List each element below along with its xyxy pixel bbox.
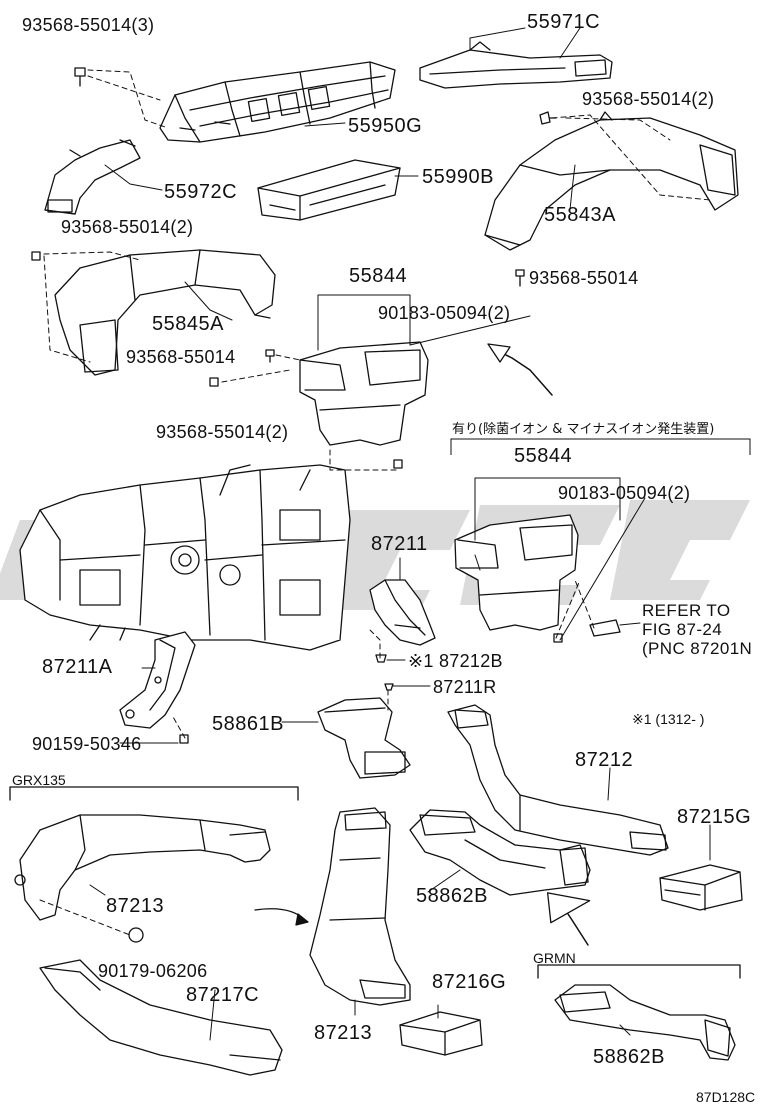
part-55950G-illustration bbox=[159, 61, 396, 143]
label-93568-55014-2-middle: 93568-55014(2) bbox=[156, 422, 289, 442]
leader-lines bbox=[89, 27, 711, 1041]
label-90183-05094-2-top: 90183-05094(2) bbox=[378, 303, 511, 323]
label-90159-50346: 90159-50346 bbox=[32, 734, 142, 754]
label-refer-to-line3: (PNC 87201N bbox=[642, 639, 753, 658]
label-58862B-center: 58862B bbox=[416, 885, 488, 907]
label-87212: 87212 bbox=[575, 749, 634, 771]
label-87211R: 87211R bbox=[433, 677, 497, 697]
label-55845A: 55845A bbox=[152, 313, 224, 335]
label-87213-left: 87213 bbox=[106, 895, 165, 917]
part-87217C-illustration bbox=[39, 959, 283, 1076]
part-87213-left-illustration bbox=[14, 814, 271, 921]
label-55971C: 55971C bbox=[527, 11, 601, 33]
label-figure-code: 87D128C bbox=[696, 1089, 756, 1105]
label-58862B-right: 58862B bbox=[593, 1046, 665, 1068]
part-87215G-illustration bbox=[659, 864, 743, 911]
label-55844-top: 55844 bbox=[349, 265, 408, 287]
part-55844-register-a-illustration bbox=[299, 341, 429, 446]
part-87211A-illustration bbox=[119, 631, 196, 729]
label-55972C: 55972C bbox=[164, 181, 238, 203]
label-90183-05094-2-lower: 90183-05094(2) bbox=[558, 483, 691, 503]
label-note-1312: ※1 (1312- ) bbox=[632, 711, 705, 727]
label-refer-to-line2: FIG 87-24 bbox=[642, 620, 723, 639]
hvac-unit-illustration bbox=[19, 464, 351, 651]
label-ion-generator-note: 有り(除菌イオン & マイナスイオン発生装置) bbox=[452, 422, 715, 437]
label-87216G: 87216G bbox=[432, 971, 507, 993]
label-55950G: 55950G bbox=[348, 115, 423, 137]
part-87212-illustration bbox=[447, 704, 669, 856]
label-90179-06206: 90179-06206 bbox=[98, 961, 208, 981]
label-55843A: 55843A bbox=[544, 204, 616, 226]
grx135-bracket bbox=[9, 786, 299, 801]
part-58862B-right-illustration bbox=[554, 984, 736, 1061]
label-87211A: 87211A bbox=[42, 656, 113, 678]
label-87217C: 87217C bbox=[186, 984, 260, 1006]
label-87215G: 87215G bbox=[677, 806, 752, 828]
label-93568-55014-2-top-right: 93568-55014(2) bbox=[582, 89, 715, 109]
part-55972C-illustration bbox=[44, 139, 141, 215]
part-55990B-illustration bbox=[257, 159, 401, 221]
screw-icons bbox=[31, 67, 621, 943]
label-87211: 87211 bbox=[371, 533, 428, 555]
label-refer-to-line1: REFER TO bbox=[642, 601, 731, 620]
part-87213-center-illustration bbox=[309, 807, 411, 1006]
part-87216G-illustration bbox=[399, 1011, 483, 1056]
part-58861B-illustration bbox=[317, 697, 411, 779]
label-87212B: ※1 87212B bbox=[408, 651, 503, 671]
label-93568-55014-2-left: 93568-55014(2) bbox=[61, 217, 194, 237]
label-93568-55014-middle: 93568-55014 bbox=[126, 347, 236, 367]
part-55971C-illustration bbox=[419, 41, 613, 89]
label-93568-55014-3: 93568-55014(3) bbox=[22, 15, 155, 35]
label-87213-center: 87213 bbox=[314, 1022, 373, 1044]
label-grmn: GRMN bbox=[533, 950, 576, 966]
part-55843A-illustration bbox=[484, 111, 739, 251]
label-55844-lower: 55844 bbox=[514, 445, 573, 467]
label-58861B: 58861B bbox=[212, 713, 284, 735]
ion-note-bracket bbox=[450, 438, 751, 455]
part-55845A-illustration bbox=[54, 249, 276, 376]
flow-arrow-upper bbox=[499, 351, 553, 396]
part-87211-illustration bbox=[369, 579, 436, 646]
label-grx135: GRX135 bbox=[12, 772, 66, 788]
label-55990B: 55990B bbox=[422, 166, 494, 188]
part-55844-register-b-illustration bbox=[454, 514, 579, 631]
label-93568-55014-right: 93568-55014 bbox=[529, 268, 639, 288]
part-58862B-center-illustration bbox=[409, 809, 591, 896]
grmn-bracket bbox=[537, 964, 741, 979]
dashed-connection-lines bbox=[39, 69, 711, 936]
